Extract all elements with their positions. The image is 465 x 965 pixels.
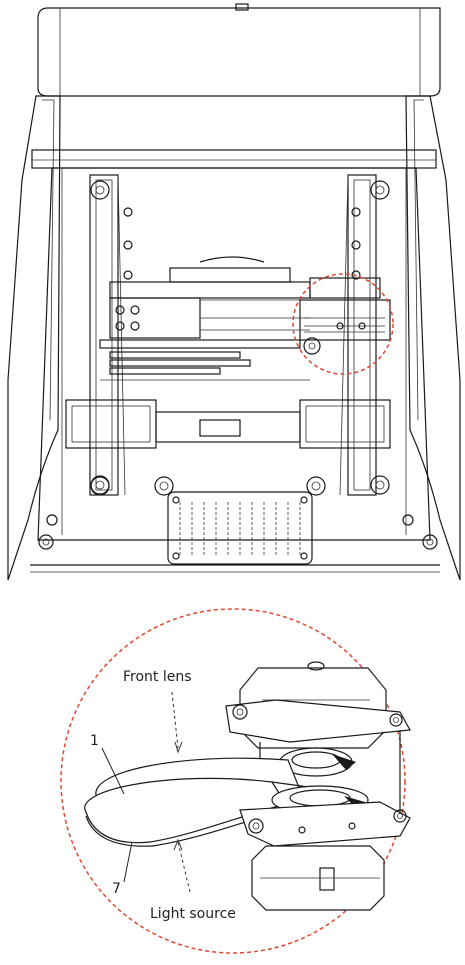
light-source-leader [177, 841, 191, 893]
item-7-leader [123, 841, 133, 883]
label-light-source: Light source [150, 906, 236, 922]
callout-circle-small [292, 273, 394, 375]
label-front-lens: Front lens [123, 669, 192, 685]
vent-grille [179, 502, 301, 556]
item-1-leader [101, 747, 125, 795]
fixture-head [7, 3, 461, 581]
front-lens-leader [171, 691, 179, 749]
detail-mechanism [84, 661, 411, 911]
label-item-1: 1 [90, 733, 99, 749]
callout-circle-large [60, 608, 406, 954]
label-item-7: 7 [112, 881, 121, 897]
